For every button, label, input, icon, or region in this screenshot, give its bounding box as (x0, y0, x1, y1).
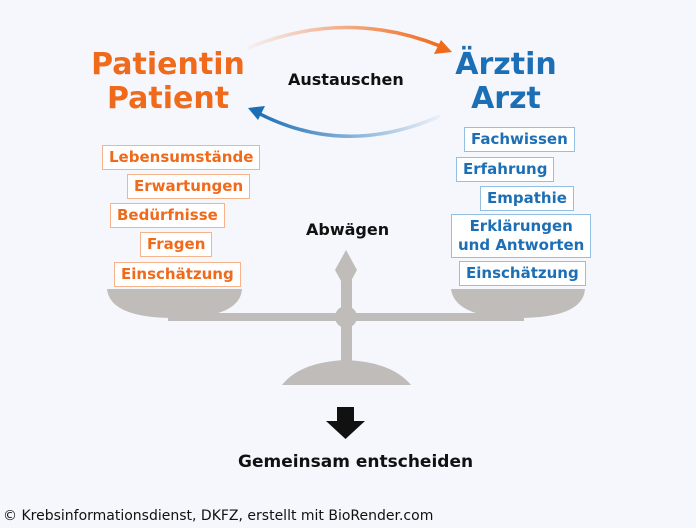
patient-title-line2: Patient (106, 81, 230, 116)
scale-pan-left (107, 289, 242, 318)
weigh-label: Abwägen (306, 220, 390, 239)
scale-base (282, 360, 411, 385)
exchange-arrow-to-patient (257, 111, 441, 138)
doctor-factor-explanations-line1: Erklärungen (469, 217, 573, 235)
doctor-factor-explanations: Erklärungen und Antworten (451, 214, 592, 258)
patient-title: Patientin Patient (88, 48, 248, 116)
patient-factor-assessment: Einschätzung (114, 262, 241, 287)
doctor-factor-experience: Erfahrung (456, 157, 555, 182)
down-arrow-icon (326, 407, 365, 439)
exchange-arrowhead-to-patient (248, 106, 265, 120)
scale-pivot (335, 306, 357, 328)
exchange-label: Austauschen (288, 70, 404, 89)
doctor-factor-empathy: Empathie (480, 186, 574, 211)
patient-factor-needs: Bedürfnisse (110, 203, 225, 228)
patient-factor-questions: Fragen (140, 232, 213, 257)
result-label: Gemeinsam entscheiden (238, 452, 474, 472)
footer-credit: © Krebsinformationsdienst, DKFZ, erstell… (3, 508, 434, 524)
doctor-title-line1: Ärztin (455, 47, 557, 82)
doctor-title-line2: Arzt (471, 81, 541, 116)
doctor-factor-expertise: Fachwissen (464, 127, 575, 152)
patient-factor-living-circumstances: Lebensumstände (102, 145, 261, 170)
scale-pointer (335, 250, 357, 290)
patient-factor-expectations: Erwartungen (127, 174, 251, 199)
doctor-factor-assessment: Einschätzung (459, 261, 586, 286)
balance-scale (107, 250, 585, 385)
exchange-arrow-to-doctor (247, 25, 441, 50)
doctor-factor-explanations-line2: und Antworten (458, 236, 585, 254)
patient-title-line1: Patientin (91, 47, 245, 82)
scale-pan-right (451, 289, 585, 318)
exchange-arrowhead-to-doctor (434, 40, 452, 54)
doctor-title: Ärztin Arzt (436, 48, 576, 116)
